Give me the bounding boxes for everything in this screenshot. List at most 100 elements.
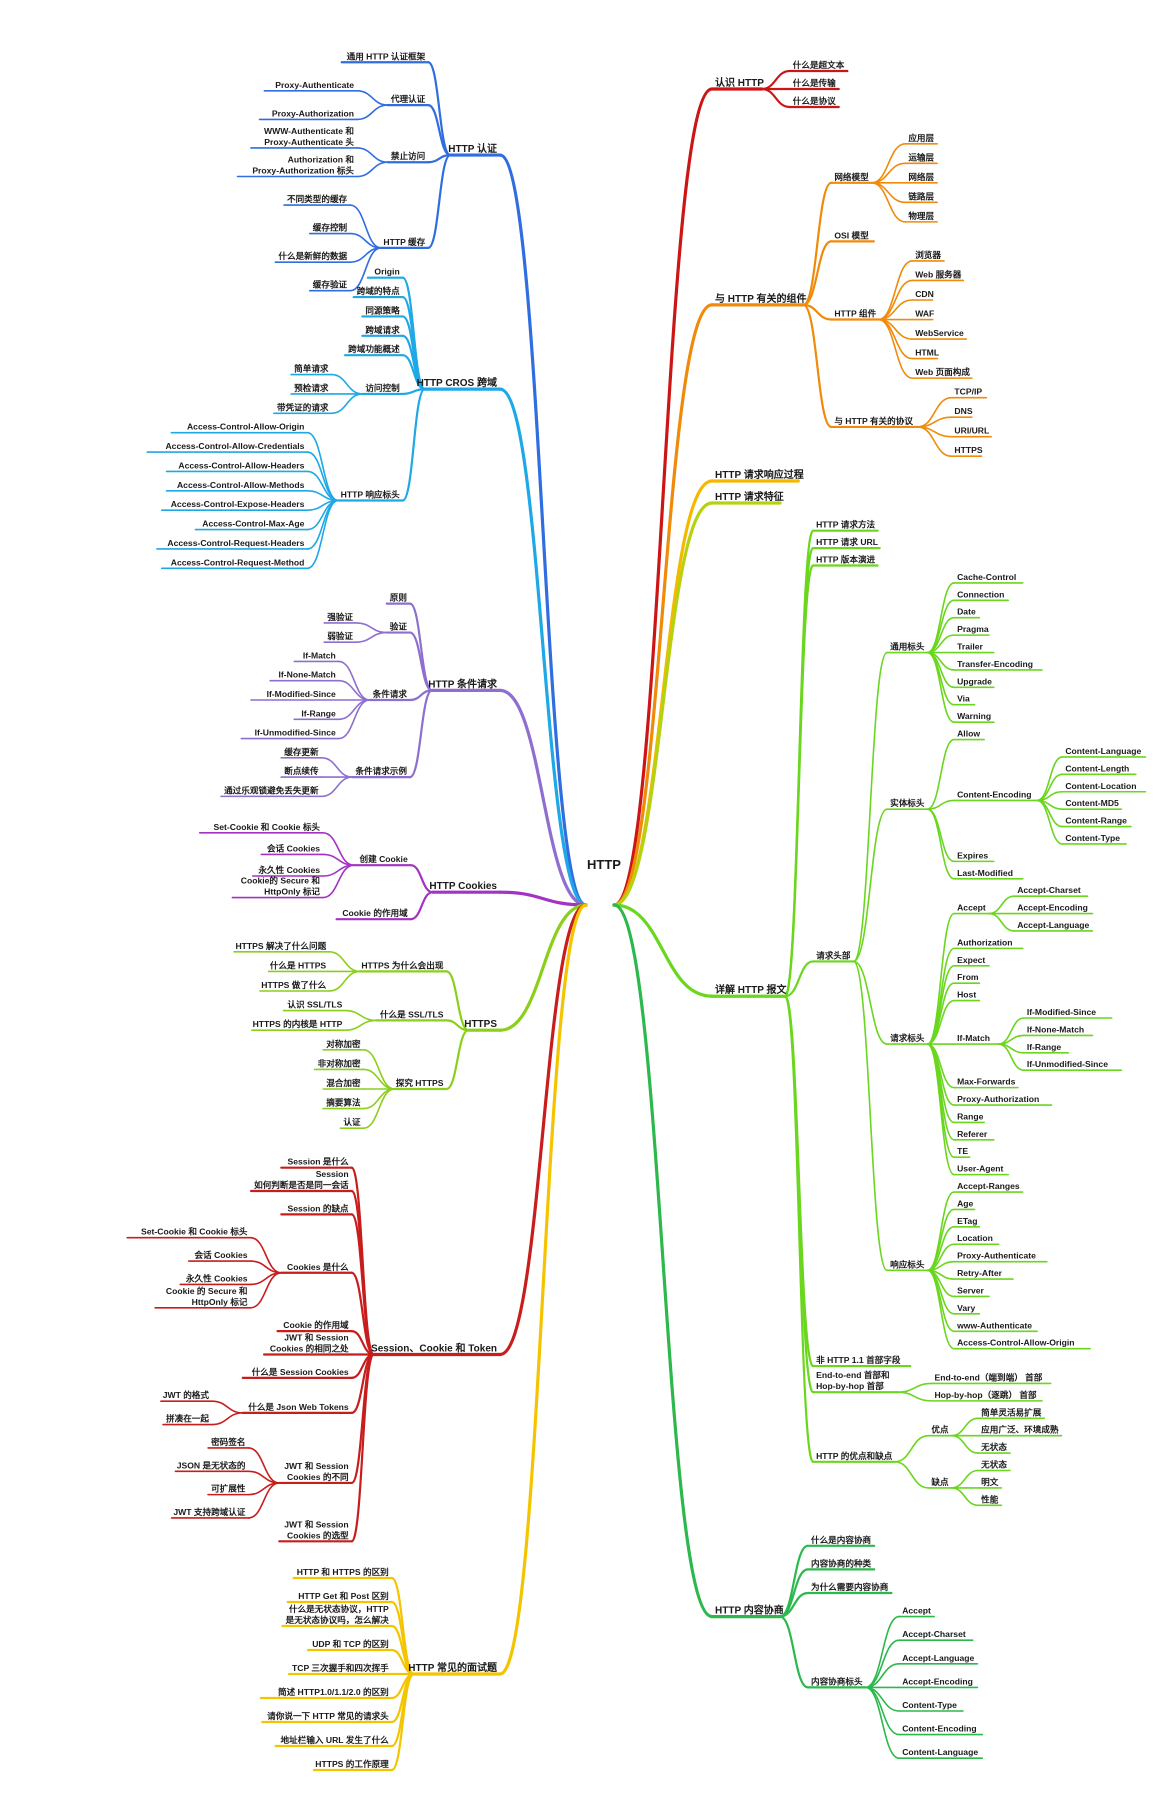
branch-connector bbox=[802, 240, 833, 306]
branch-connector bbox=[356, 161, 389, 178]
node-label: Set-Cookie 和 Cookie 标头 bbox=[141, 1226, 248, 1237]
node-label: 强验证 bbox=[327, 611, 353, 622]
node-label: 缓存验证 bbox=[313, 279, 348, 290]
branch-label: HTTP 认证 bbox=[448, 142, 497, 155]
node-label: 为什么需要内容协商 bbox=[811, 1581, 889, 1592]
node-label: 会话 Cookies bbox=[267, 842, 320, 853]
node-label: TE bbox=[957, 1146, 968, 1156]
node-label: HTTPS 的工作原理 bbox=[315, 1758, 389, 1769]
node-label: Accept bbox=[902, 1606, 931, 1616]
node-label: Max-Forwards bbox=[957, 1077, 1015, 1087]
branch-label: HTTP 内容协商 bbox=[715, 1604, 784, 1617]
node-label: Cookie 的作用域 bbox=[283, 1319, 349, 1330]
node-label: 可扩展性 bbox=[211, 1483, 246, 1494]
node-label: Date bbox=[957, 607, 976, 617]
node-label: UDP 和 TCP 的区别 bbox=[312, 1638, 389, 1649]
branch-connector bbox=[247, 1482, 281, 1519]
branch-connector bbox=[445, 1029, 470, 1091]
node-label: Last-Modified bbox=[957, 868, 1013, 878]
node-label: Content-Language bbox=[1065, 746, 1141, 756]
branch-connector bbox=[926, 1043, 955, 1176]
branch-connector bbox=[350, 1353, 375, 1543]
node-label: Web 页面构成 bbox=[915, 366, 970, 377]
branch-connector bbox=[306, 431, 340, 502]
branch-connector bbox=[1036, 799, 1064, 845]
node-label: Access-Control-Allow-Methods bbox=[177, 480, 305, 490]
node-label: DNS bbox=[954, 406, 972, 416]
branch-connector bbox=[926, 1043, 955, 1159]
node-label: Set-Cookie 和 Cookie 标头 bbox=[214, 821, 321, 832]
branch-connector bbox=[409, 864, 434, 894]
branch-connector bbox=[498, 903, 588, 1357]
node-label: Proxy-Authorization bbox=[957, 1094, 1039, 1104]
node-label: 网络层 bbox=[908, 171, 934, 182]
node-label: Accept-Ranges bbox=[957, 1181, 1020, 1191]
node-label: If-Unmodified-Since bbox=[1027, 1059, 1108, 1069]
node-label: 拼凑在一起 bbox=[166, 1413, 209, 1424]
node-label: HTML bbox=[915, 348, 939, 358]
node-label: 什么是新鲜的数据 bbox=[278, 250, 347, 261]
branch-label: HTTPS bbox=[464, 1019, 497, 1030]
node-label: Accept bbox=[957, 903, 986, 913]
node-label: HTTP 请求 URL bbox=[816, 536, 878, 547]
branch-label: 认识 HTTP bbox=[715, 76, 764, 89]
branch-connector bbox=[349, 204, 382, 249]
branch-connector bbox=[445, 970, 470, 1032]
node-label: 原则 bbox=[390, 592, 407, 603]
branch-label: Session、Cookie 和 Token bbox=[371, 1342, 497, 1355]
branch-label: HTTP 请求特征 bbox=[715, 490, 784, 503]
branch-connector bbox=[427, 61, 452, 157]
node-label: 请求头部 bbox=[816, 949, 851, 960]
node-label: 简单灵活易扩展 bbox=[981, 1406, 1042, 1417]
branch-connector bbox=[427, 153, 452, 249]
node-label: If-Modified-Since bbox=[1027, 1007, 1096, 1017]
node-label: 条件请求 bbox=[372, 688, 408, 699]
branch-connector bbox=[926, 1269, 955, 1333]
branch-connector bbox=[409, 891, 434, 921]
node-label: 实体标头 bbox=[890, 797, 925, 808]
branch-connector bbox=[988, 895, 1015, 915]
branch-connector bbox=[356, 147, 389, 164]
branch-connector bbox=[612, 87, 714, 907]
branch-connector bbox=[401, 387, 426, 396]
node-label: Cache-Control bbox=[957, 572, 1016, 582]
node-label: If-Match bbox=[957, 1033, 990, 1043]
branch-connector bbox=[344, 1019, 377, 1031]
node-label: www-Authenticate bbox=[956, 1320, 1032, 1330]
branch-connector bbox=[320, 757, 354, 778]
branch-label: HTTP 请求响应过程 bbox=[715, 468, 804, 481]
node-label: HTTP 缓存 bbox=[383, 236, 425, 247]
node-label: Accept-Encoding bbox=[902, 1676, 973, 1686]
node-label: Access-Control-Request-Method bbox=[171, 557, 305, 567]
branch-connector bbox=[362, 1088, 396, 1129]
node-label: 明文 bbox=[981, 1476, 999, 1487]
node-label: Content-Type bbox=[902, 1700, 957, 1710]
branch-connector bbox=[870, 182, 907, 204]
node-label: 访问控制 bbox=[365, 382, 400, 393]
node-label: Access-Control-Allow-Origin bbox=[187, 422, 304, 432]
node-label: JWT 的格式 bbox=[163, 1389, 210, 1400]
branch-connector bbox=[870, 162, 907, 184]
node-label: Cookie 的作用域 bbox=[342, 907, 408, 918]
branch-connector bbox=[355, 631, 388, 643]
branch-connector bbox=[330, 393, 364, 415]
branch-connector bbox=[498, 688, 588, 907]
node-label: HTTP 请求方法 bbox=[816, 519, 875, 530]
node-label: Content-Range bbox=[1065, 816, 1127, 826]
branch-label: 与 HTTP 有关的组件 bbox=[715, 292, 806, 305]
branch-connector bbox=[852, 960, 888, 1045]
node-label: HTTPS bbox=[954, 445, 982, 455]
branch-connector bbox=[328, 951, 361, 973]
branch-connector bbox=[897, 1382, 933, 1393]
branch-connector bbox=[408, 689, 434, 779]
node-label: 弱验证 bbox=[327, 630, 353, 641]
node-label: Session 的缺点 bbox=[288, 1202, 350, 1213]
node-label: User-Agent bbox=[957, 1164, 1003, 1174]
branch-connector bbox=[498, 387, 588, 907]
node-label: Access-Control-Allow-Headers bbox=[178, 460, 304, 470]
branch-connector bbox=[926, 1208, 955, 1272]
node-label: 运输层 bbox=[908, 151, 934, 162]
